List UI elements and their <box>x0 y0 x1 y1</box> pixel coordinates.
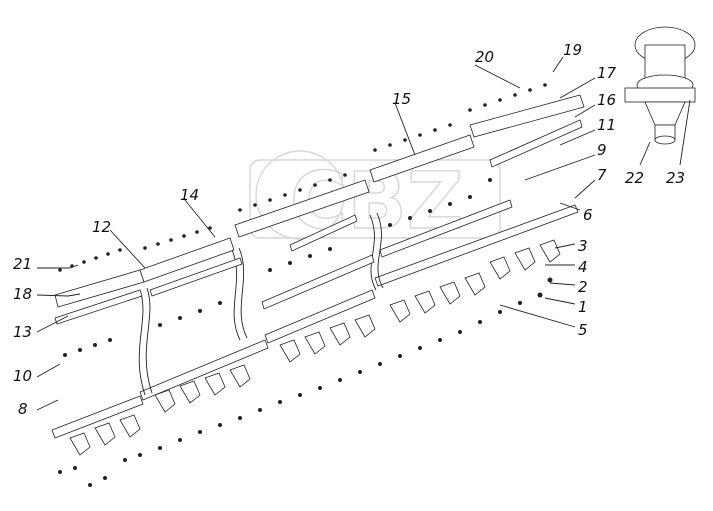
callout-9: 9 <box>597 141 607 159</box>
strap-1b <box>145 287 153 394</box>
callout-8: 8 <box>18 400 28 418</box>
guards-group-2 <box>154 364 251 413</box>
callout-14: 14 <box>180 186 199 204</box>
mid-bar-2 <box>149 257 243 297</box>
knife-bar-segments <box>51 119 583 439</box>
knife-section-17 <box>469 94 585 138</box>
mid-bar-3 <box>261 254 375 310</box>
callout-20: 20 <box>475 48 494 66</box>
callout-23: 23 <box>666 169 685 187</box>
guards-group-5 <box>489 239 561 280</box>
callout-3: 3 <box>578 237 588 255</box>
callout-4: 4 <box>578 258 588 276</box>
callout-1: 1 <box>578 298 588 316</box>
callout-6: 6 <box>583 206 593 224</box>
bar-segment-2 <box>139 339 269 401</box>
callout-19: 19 <box>563 41 582 59</box>
callout-13: 13 <box>13 323 32 341</box>
callout-12: 12 <box>92 218 111 236</box>
callout-16: 16 <box>597 91 616 109</box>
callout-15: 15 <box>392 90 411 108</box>
bar-segment-1 <box>51 395 144 439</box>
callout-21: 21 <box>13 255 32 273</box>
knife-section-15 <box>369 134 475 183</box>
callout-labels: 1 2 3 4 5 6 7 8 9 10 11 12 13 14 15 16 1… <box>13 41 685 418</box>
mid-bar-16 <box>489 119 583 168</box>
callout-18: 18 <box>13 285 32 303</box>
mid-bar-5 <box>289 214 358 252</box>
knife-section-14 <box>234 179 370 238</box>
callout-5: 5 <box>578 321 588 339</box>
guards-group-4 <box>389 272 486 323</box>
callout-22: 22 <box>625 169 644 187</box>
strap-1 <box>138 289 146 396</box>
knife-section-12 <box>139 237 235 283</box>
bar-segment-4 <box>374 204 579 287</box>
fasteners <box>58 83 553 487</box>
mid-bar-4 <box>379 199 513 258</box>
strap-2b <box>238 247 248 339</box>
finger-guards <box>69 239 561 456</box>
leader-lines <box>36 56 691 411</box>
strap-3b <box>376 212 384 289</box>
callout-17: 17 <box>597 64 617 82</box>
callout-2: 2 <box>578 278 588 296</box>
strap-3 <box>369 214 377 291</box>
callout-10: 10 <box>13 367 32 385</box>
callout-11: 11 <box>597 116 616 134</box>
bar-segment-3 <box>264 289 376 344</box>
guards-group-1 <box>69 414 141 456</box>
knife-section-18 <box>54 269 145 308</box>
guards-group-3 <box>279 314 376 363</box>
callout-7: 7 <box>597 166 607 184</box>
knife-sections <box>54 94 585 308</box>
watermark: CBZ <box>249 150 501 248</box>
drive-gearbox <box>624 26 696 145</box>
